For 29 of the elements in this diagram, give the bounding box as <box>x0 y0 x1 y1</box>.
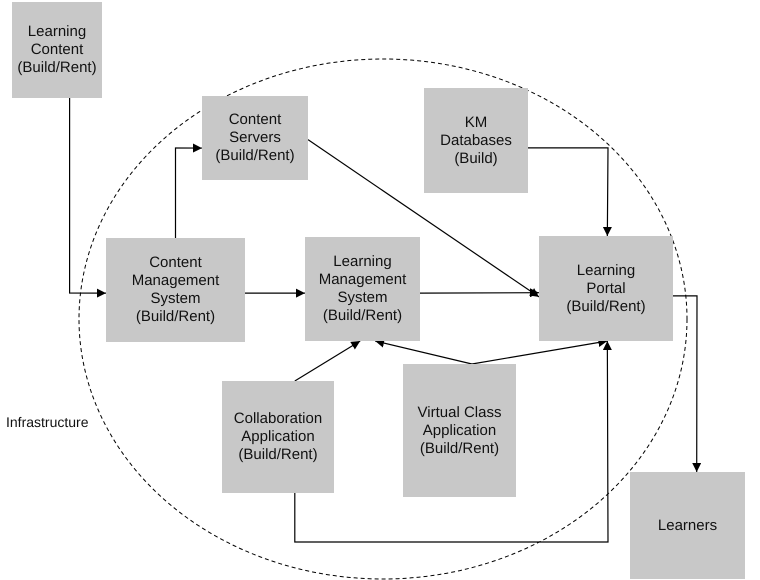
process-box <box>539 236 673 341</box>
process-box <box>12 2 102 98</box>
arrow <box>174 144 202 238</box>
arrow <box>375 338 472 365</box>
box-label: Learning Content (Build/Rent) <box>17 23 97 77</box>
box-label: Learning Portal (Build/Rent) <box>565 262 647 316</box>
process-box <box>222 381 334 493</box>
process-box <box>106 238 245 342</box>
arrow <box>294 341 612 543</box>
arrow <box>308 139 540 298</box>
process-box <box>424 88 528 193</box>
box-label: Collaboration Application (Build/Rent) <box>232 410 324 464</box>
process-box <box>202 96 308 180</box>
box-label: KM Databases (Build) <box>439 114 513 168</box>
arrow <box>528 147 612 236</box>
box-label: Content Management System (Build/Rent) <box>130 254 220 326</box>
process-box <box>305 237 420 341</box>
arrow <box>420 288 539 298</box>
box-label: Content Servers (Build/Rent) <box>214 111 296 165</box>
arrow <box>245 288 305 298</box>
process-box <box>403 364 516 497</box>
arrow <box>69 98 106 298</box>
box-label: Learners <box>658 516 718 534</box>
box-label: Learning Management System (Build/Rent) <box>318 253 408 325</box>
arrow <box>673 295 702 472</box>
arrow <box>294 340 361 382</box>
boundary-label: Infrastructure <box>6 414 88 430</box>
process-box <box>630 472 745 579</box>
box-label: Virtual Class Application (Build/Rent) <box>416 404 502 458</box>
